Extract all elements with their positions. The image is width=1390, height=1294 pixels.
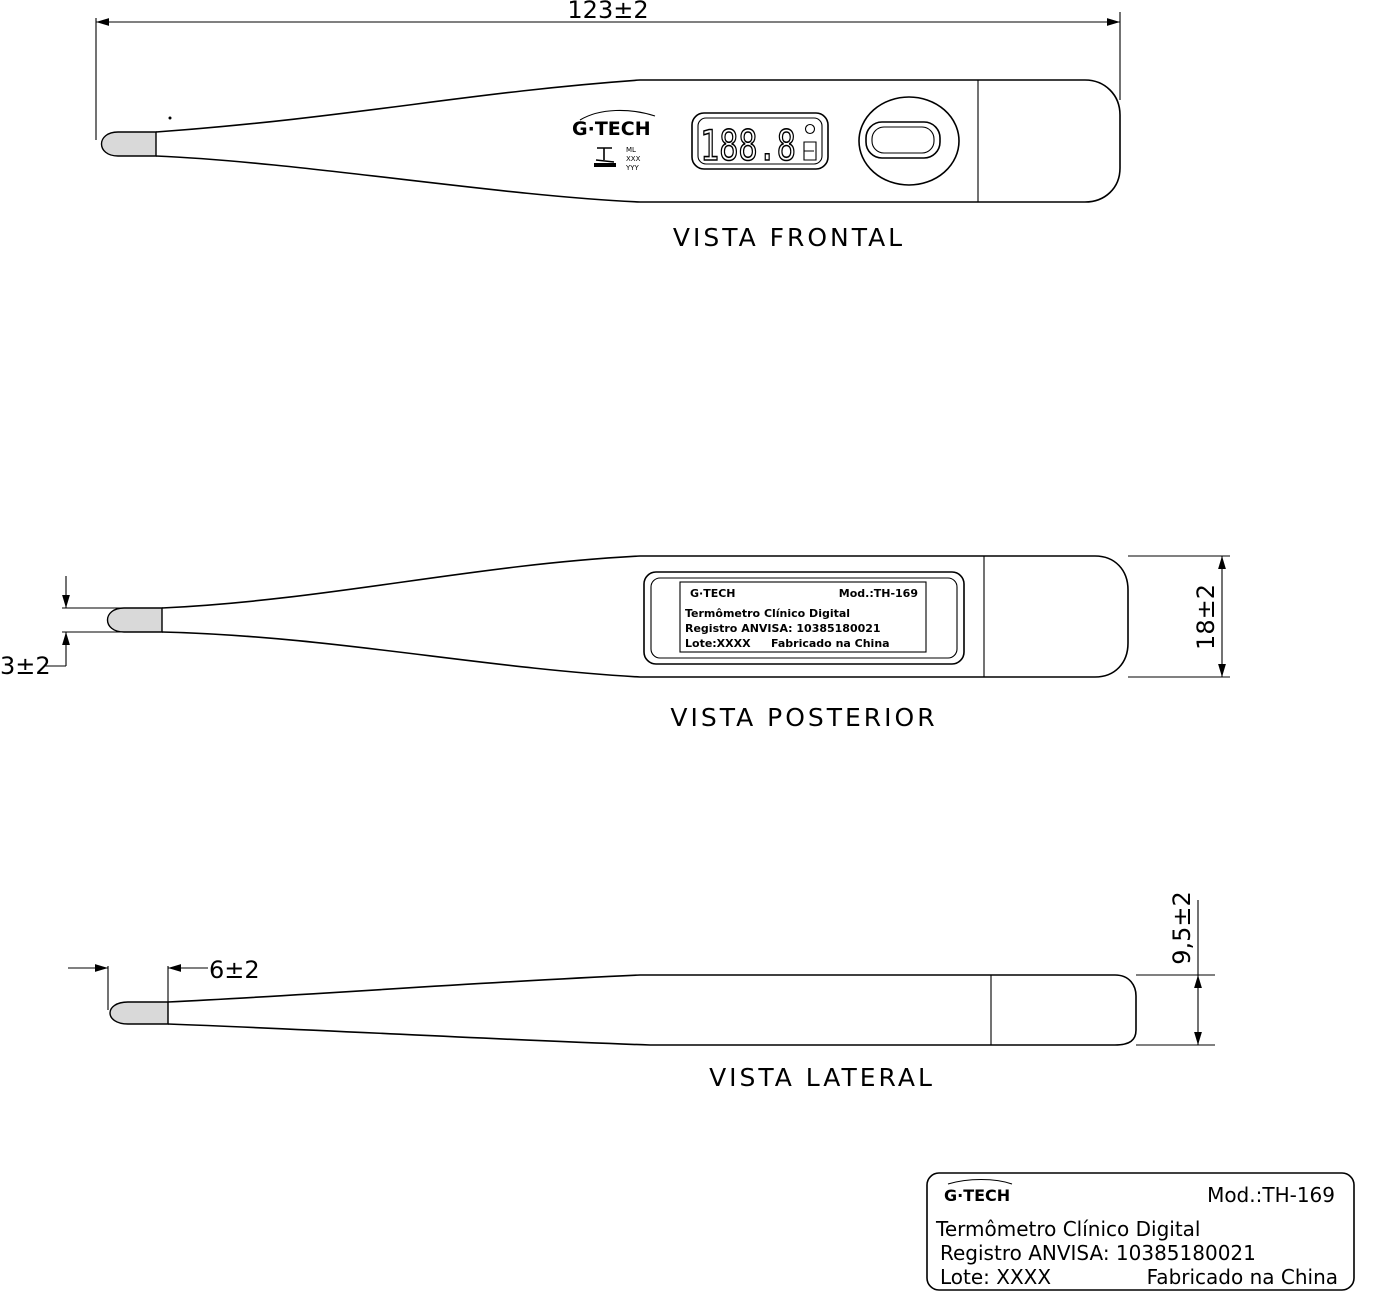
- tip-diameter-label: 3±2: [0, 652, 51, 680]
- rear-tip: [107, 607, 163, 633]
- rear-view-title: VISTA POSTERIOR: [670, 703, 937, 732]
- label-lot: Lote: XXXX: [940, 1265, 1051, 1289]
- body-width-dimension: 18±2: [1128, 555, 1230, 678]
- side-body-outline: [167, 974, 1137, 1046]
- rear-body-outline: [161, 555, 1129, 678]
- marking-line-3: YYY: [625, 164, 640, 172]
- rear-label-origin: Fabricado na China: [771, 637, 890, 650]
- power-button: [858, 96, 960, 186]
- total-length-label: 123±2: [567, 0, 648, 24]
- label-product: Termômetro Clínico Digital: [935, 1217, 1200, 1241]
- body-thickness-label: 9,5±2: [1168, 891, 1196, 965]
- label-brand: G·TECH: [944, 1186, 1010, 1205]
- label-registration: Registro ANVISA: 10385180021: [940, 1241, 1256, 1265]
- front-body-outline: [155, 79, 1121, 203]
- rear-label-plate: G·TECH Mod.:TH-169 Termômetro Clínico Di…: [643, 571, 965, 665]
- front-brand-text: G·TECH: [572, 118, 651, 140]
- rear-view: 3±2 18±2 G·TECH Mod.:TH-169 Termômetro C…: [0, 555, 1230, 732]
- body-thickness-dimension: 9,5±2: [1136, 891, 1215, 1046]
- side-view: 6±2 9,5±2 VISTA LATERAL: [68, 891, 1215, 1092]
- front-markings: ML XXX YYY: [594, 146, 641, 172]
- side-view-title: VISTA LATERAL: [709, 1063, 935, 1092]
- front-view: 123±2 G·TECH ML XXX YYY 188.8: [95, 0, 1121, 252]
- rear-label-brand: G·TECH: [690, 587, 736, 600]
- side-tip: [109, 1001, 169, 1025]
- tip-diameter-dimension: 3±2: [0, 576, 162, 680]
- tip-length-dimension: 6±2: [68, 956, 260, 1024]
- rear-label-model: Mod.:TH-169: [839, 587, 918, 600]
- front-view-title: VISTA FRONTAL: [673, 223, 905, 252]
- lcd-digits: 188.8: [700, 121, 796, 170]
- front-tip: [101, 131, 157, 157]
- body-width-label: 18±2: [1192, 584, 1220, 650]
- lcd-display: 188.8: [691, 112, 829, 171]
- total-length-dimension: 123±2: [95, 0, 1121, 140]
- tip-length-label: 6±2: [209, 956, 260, 984]
- marking-line-2: XXX: [626, 155, 641, 163]
- marking-line-1: ML: [626, 146, 636, 154]
- label-detail: G·TECH Mod.:TH-169 Termômetro Clínico Di…: [926, 1172, 1355, 1291]
- label-model: Mod.:TH-169: [1207, 1183, 1335, 1207]
- rear-label-lot: Lote:XXXX: [685, 637, 751, 650]
- rear-label-product: Termômetro Clínico Digital: [685, 607, 850, 620]
- front-brand-logo: G·TECH: [572, 109, 656, 140]
- label-origin: Fabricado na China: [1147, 1265, 1338, 1289]
- rear-label-registration: Registro ANVISA: 10385180021: [685, 622, 881, 635]
